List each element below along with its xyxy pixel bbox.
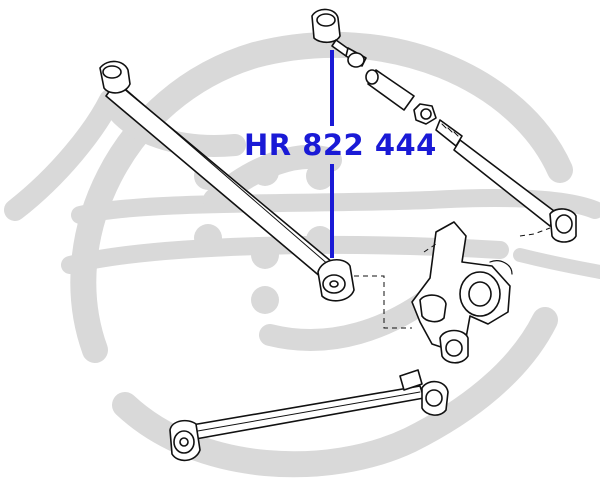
adjustable-rod bbox=[311, 8, 577, 243]
knuckle bbox=[411, 221, 513, 364]
part-number-label: HR 822 444 bbox=[244, 128, 437, 162]
assembly-dashed-lines bbox=[354, 227, 551, 329]
upper-control-arm bbox=[99, 60, 333, 279]
lower-arm bbox=[169, 369, 449, 462]
indicated-bushing bbox=[317, 259, 355, 302]
